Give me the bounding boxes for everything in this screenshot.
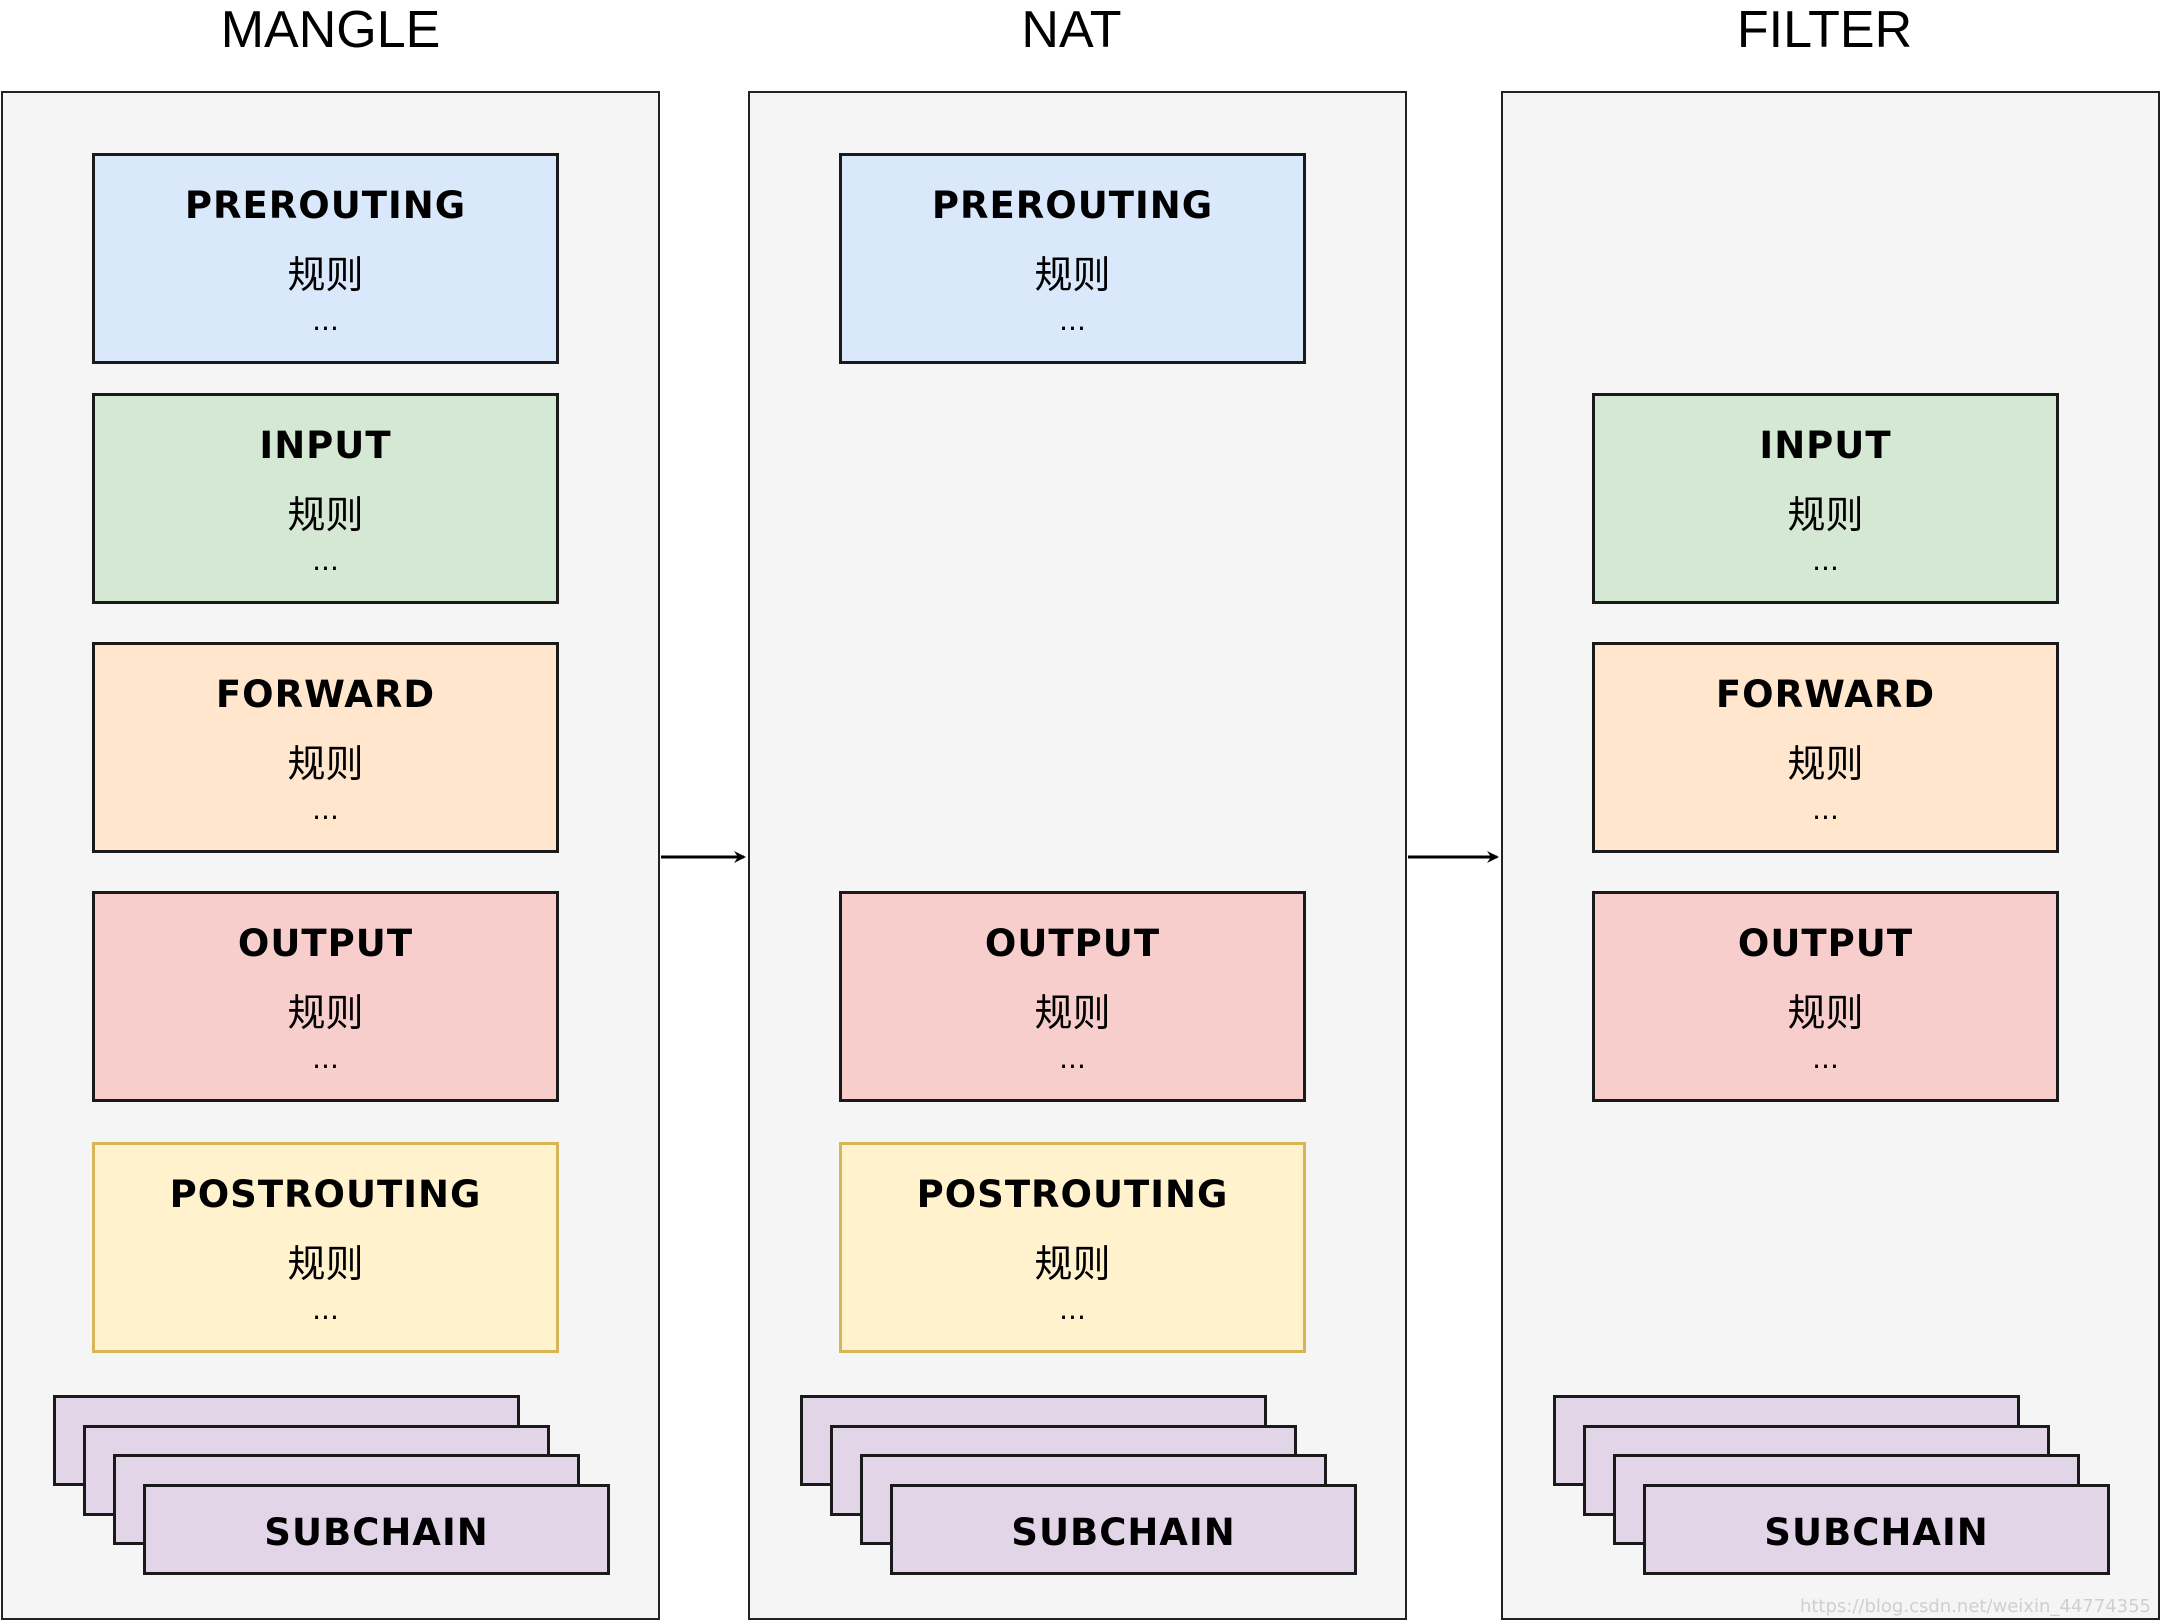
- chain-output: OUTPUT 规则 ...: [1592, 891, 2059, 1102]
- chain-forward: FORWARD 规则 ...: [1592, 642, 2059, 853]
- chain-name: INPUT: [259, 424, 392, 467]
- chain-rule: 规则: [1034, 253, 1111, 297]
- chain-output: OUTPUT 规则 ...: [839, 891, 1306, 1102]
- chain-ellipsis: ...: [1059, 304, 1086, 337]
- chain-rule: 规则: [1787, 493, 1864, 537]
- chain-output: OUTPUT 规则 ...: [92, 891, 559, 1102]
- chain-rule: 规则: [1034, 1242, 1111, 1286]
- table-title-nat: NAT: [1021, 1, 1122, 59]
- chain-name: POSTROUTING: [169, 1173, 482, 1216]
- subchain-label: SUBCHAIN: [1011, 1511, 1236, 1554]
- chain-postrouting: POSTROUTING 规则 ...: [92, 1142, 559, 1353]
- chain-ellipsis: ...: [1812, 544, 1839, 577]
- subchain-front: SUBCHAIN: [1643, 1484, 2110, 1575]
- chain-rule: 规则: [1787, 991, 1864, 1035]
- watermark: https://blog.csdn.net/weixin_44774355: [1799, 1596, 2151, 1617]
- table-mangle: PREROUTING 规则 ... INPUT 规则 ... FORWARD 规…: [1, 91, 660, 1620]
- chain-prerouting: PREROUTING 规则 ...: [839, 153, 1306, 364]
- table-filter: INPUT 规则 ... FORWARD 规则 ... OUTPUT 规则 ..…: [1501, 91, 2160, 1620]
- chain-prerouting: PREROUTING 规则 ...: [92, 153, 559, 364]
- chain-input: INPUT 规则 ...: [1592, 393, 2059, 604]
- chain-rule: 规则: [1034, 991, 1111, 1035]
- table-title-filter: FILTER: [1736, 1, 1913, 59]
- chain-rule: 规则: [287, 742, 364, 786]
- chain-name: PREROUTING: [184, 184, 467, 227]
- chain-name: OUTPUT: [1737, 922, 1914, 965]
- chain-name: FORWARD: [1715, 673, 1936, 716]
- chain-ellipsis: ...: [312, 793, 339, 826]
- chain-name: PREROUTING: [931, 184, 1214, 227]
- chain-rule: 规则: [287, 1242, 364, 1286]
- chain-forward: FORWARD 规则 ...: [92, 642, 559, 853]
- subchain-front: SUBCHAIN: [890, 1484, 1357, 1575]
- chain-ellipsis: ...: [312, 1042, 339, 1075]
- chain-rule: 规则: [287, 253, 364, 297]
- chain-name: INPUT: [1759, 424, 1892, 467]
- chain-ellipsis: ...: [312, 304, 339, 337]
- chain-rule: 规则: [1787, 742, 1864, 786]
- chain-ellipsis: ...: [312, 1293, 339, 1326]
- chain-rule: 规则: [287, 991, 364, 1035]
- chain-rule: 规则: [287, 493, 364, 537]
- chain-ellipsis: ...: [1812, 793, 1839, 826]
- chain-ellipsis: ...: [1059, 1293, 1086, 1326]
- subchain-front: SUBCHAIN: [143, 1484, 610, 1575]
- chain-ellipsis: ...: [1059, 1042, 1086, 1075]
- chain-name: FORWARD: [215, 673, 436, 716]
- chain-ellipsis: ...: [1812, 1042, 1839, 1075]
- subchain-label: SUBCHAIN: [264, 1511, 489, 1554]
- chain-name: OUTPUT: [237, 922, 414, 965]
- chain-name: OUTPUT: [984, 922, 1161, 965]
- table-nat: PREROUTING 规则 ... OUTPUT 规则 ... POSTROUT…: [748, 91, 1407, 1620]
- chain-name: POSTROUTING: [916, 1173, 1229, 1216]
- chain-ellipsis: ...: [312, 544, 339, 577]
- table-title-mangle: MANGLE: [220, 1, 441, 59]
- subchain-label: SUBCHAIN: [1764, 1511, 1989, 1554]
- chain-input: INPUT 规则 ...: [92, 393, 559, 604]
- chain-postrouting: POSTROUTING 规则 ...: [839, 1142, 1306, 1353]
